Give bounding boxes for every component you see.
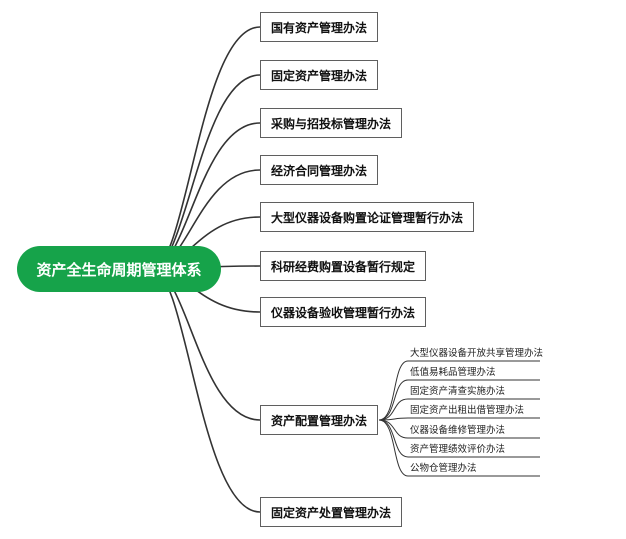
sub-connector <box>378 419 540 477</box>
branch-label: 采购与招投标管理办法 <box>271 116 392 131</box>
branch-yiqi-yanshou[interactable]: 仪器设备验收管理暂行办法 <box>260 297 427 327</box>
sub-connector <box>378 360 540 421</box>
branch-chuzhi[interactable]: 固定资产处置管理办法 <box>260 497 403 527</box>
sub-item[interactable]: 资产管理绩效评价办法 <box>410 444 506 455</box>
branch-guoyou[interactable]: 国有资产管理办法 <box>260 12 379 42</box>
sub-connector <box>378 417 540 421</box>
branch-label: 固定资产管理办法 <box>271 68 368 83</box>
sub-item[interactable]: 固定资产出租出借管理办法 <box>410 405 525 416</box>
branch-label: 科研经费购置设备暂行规定 <box>271 259 416 274</box>
sub-item[interactable]: 公物仓管理办法 <box>410 463 477 474</box>
sub-item[interactable]: 大型仪器设备开放共享管理办法 <box>410 348 544 359</box>
sub-connector <box>378 398 540 421</box>
branch-gudingzichan[interactable]: 固定资产管理办法 <box>260 60 379 90</box>
branch-label: 资产配置管理办法 <box>271 413 368 428</box>
branch-keyan-jingfei[interactable]: 科研经费购置设备暂行规定 <box>260 251 427 281</box>
sub-item[interactable]: 仪器设备维修管理办法 <box>410 425 506 436</box>
branch-label: 经济合同管理办法 <box>271 163 368 178</box>
branch-zichan-peizhi[interactable]: 资产配置管理办法 <box>260 405 379 435</box>
branch-label: 仪器设备验收管理暂行办法 <box>271 305 416 320</box>
branch-label: 国有资产管理办法 <box>271 20 368 35</box>
branch-dayiqi-gouzhi[interactable]: 大型仪器设备购置论证管理暂行办法 <box>260 202 475 232</box>
root-topic-label: 资产全生命周期管理体系 <box>36 260 202 279</box>
branch-connector <box>151 268 261 513</box>
sub-item[interactable]: 低值易耗品管理办法 <box>410 367 496 378</box>
sub-connector <box>378 419 540 458</box>
branch-label: 大型仪器设备购置论证管理暂行办法 <box>271 210 464 225</box>
branch-caigou[interactable]: 采购与招投标管理办法 <box>260 108 403 138</box>
branch-label: 固定资产处置管理办法 <box>271 505 392 520</box>
sub-item[interactable]: 固定资产清查实施办法 <box>410 386 506 397</box>
sub-connector <box>378 379 540 421</box>
root-topic[interactable]: 资产全生命周期管理体系 <box>17 246 221 292</box>
branch-connector <box>151 26 261 270</box>
branch-jingji-hetong[interactable]: 经济合同管理办法 <box>260 155 379 185</box>
